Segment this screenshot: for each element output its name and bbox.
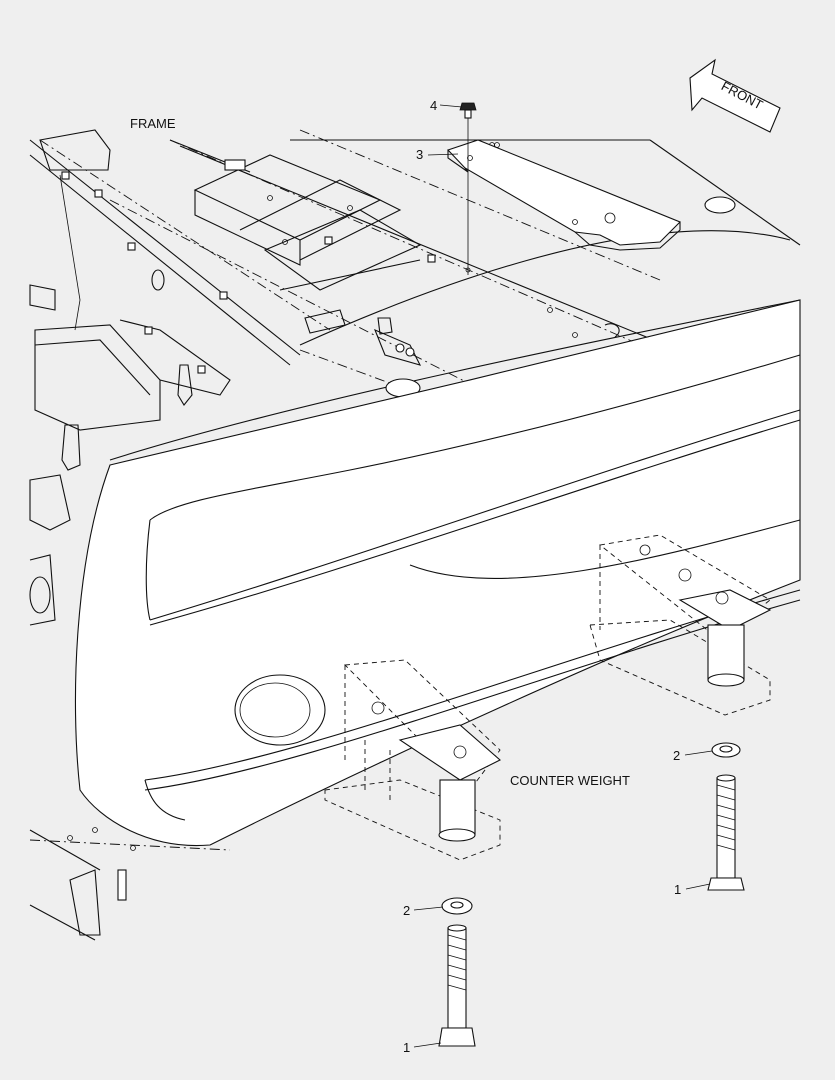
cover-plate xyxy=(447,139,681,251)
washer-right xyxy=(711,742,741,758)
callout-4: 4 xyxy=(430,98,437,113)
callout-2-center: 2 xyxy=(403,903,410,918)
counterweight-body xyxy=(74,299,801,847)
counterweight-top xyxy=(109,196,801,461)
frame-label: FRAME xyxy=(130,116,176,131)
lower-frame xyxy=(29,827,231,941)
callout-2-right: 2 xyxy=(673,748,680,763)
callout-leaders xyxy=(413,104,713,1048)
top-bolt xyxy=(459,102,477,275)
mounting-block-center xyxy=(324,659,501,861)
washer-center xyxy=(441,897,473,915)
counter-weight-label: COUNTER WEIGHT xyxy=(510,773,630,788)
mounting-block-right xyxy=(589,534,772,716)
front-arrow: FRONT xyxy=(689,58,781,133)
bolt-right xyxy=(707,774,745,891)
callout-1-center: 1 xyxy=(403,1040,410,1055)
bolt-center xyxy=(438,924,476,1047)
callout-3: 3 xyxy=(416,147,423,162)
callout-1-right: 1 xyxy=(674,882,681,897)
